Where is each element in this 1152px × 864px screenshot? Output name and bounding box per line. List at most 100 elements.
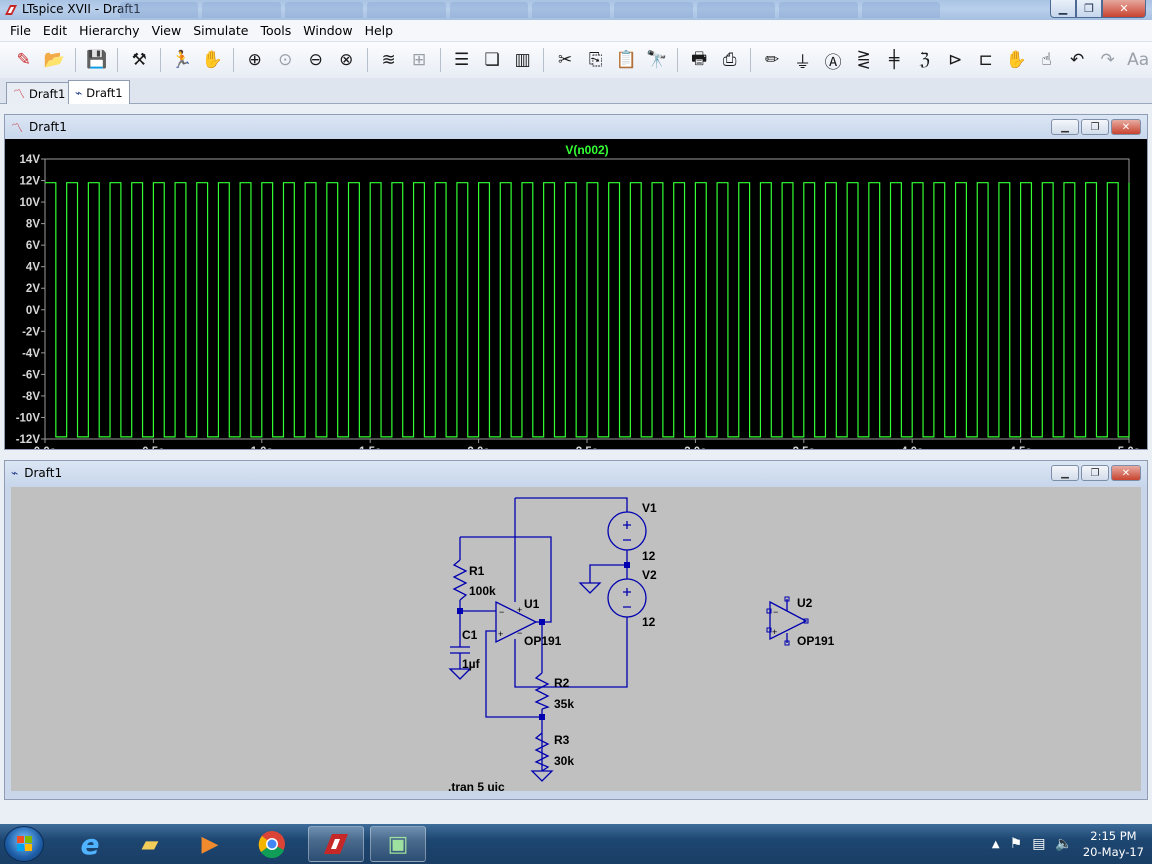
menu-bar: File Edit Hierarchy View Simulate Tools … [0, 20, 1152, 42]
x-tick-label: 1.5s [359, 446, 381, 449]
background-taskbar-reflection [120, 2, 941, 18]
menu-view[interactable]: View [151, 23, 182, 38]
ltspice-icon[interactable] [308, 826, 364, 862]
tab-schematic-draft1[interactable]: ⌁ Draft1 [68, 80, 130, 104]
tab-waveform-draft1[interactable]: 〽 Draft1 [6, 82, 73, 104]
resistor-r3[interactable] [534, 732, 550, 772]
spice-directive[interactable]: .tran 5 uic [448, 780, 505, 794]
label-v1-value: 12 [642, 549, 656, 563]
tile-horizontal-icon[interactable]: ☰ [454, 50, 470, 70]
menu-tools[interactable]: Tools [260, 23, 292, 38]
label-v1-ref: V1 [642, 501, 657, 515]
schematic-close-button[interactable]: ✕ [1111, 465, 1141, 481]
ground-r3 [530, 770, 554, 782]
zoom-out-icon[interactable]: ⊖ [308, 50, 323, 70]
menu-simulate[interactable]: Simulate [193, 23, 249, 38]
zoom-fit-icon[interactable]: ⊗ [339, 50, 354, 70]
schematic-canvas[interactable]: − + + − − + R1 100k C1 1µf U1 OP191 R2 3… [11, 487, 1141, 794]
opamp-u2[interactable] [769, 600, 808, 641]
voltage-source-v2[interactable] [607, 578, 647, 618]
waveform-window-title: Draft1 [29, 120, 67, 134]
file-explorer-icon[interactable]: ▰ [141, 831, 159, 857]
schematic-icon: ⌁ [75, 85, 83, 100]
halt-icon[interactable]: ✋ [201, 50, 223, 70]
media-player-icon[interactable]: ▶ [201, 831, 219, 857]
drag-icon[interactable]: ☝ [1041, 50, 1052, 70]
volume-icon[interactable]: 🔈 [1055, 836, 1073, 852]
close-button[interactable]: ✕ [1102, 0, 1146, 18]
x-tick-label: 0.5s [142, 446, 164, 449]
menu-help[interactable]: Help [364, 23, 394, 38]
cut-icon[interactable]: ✂ [558, 50, 573, 70]
waveform-minimize-button[interactable]: ▁ [1051, 119, 1079, 135]
copy-icon[interactable]: ⎘ [588, 50, 603, 70]
clock[interactable]: 2:15 PM 20-May-17 [1083, 828, 1144, 860]
move-icon[interactable]: ✋ [1005, 50, 1027, 70]
paste-icon[interactable]: 📋 [615, 50, 637, 70]
network-icon[interactable]: ▤ [1032, 836, 1046, 852]
voltage-source-v1[interactable] [607, 511, 647, 551]
start-button[interactable] [4, 826, 44, 862]
schematic-minimize-button[interactable]: ▁ [1051, 465, 1079, 481]
schematic-restore-button[interactable]: ❐ [1081, 465, 1109, 481]
resistor-icon[interactable]: ⋛ [856, 50, 871, 70]
ground-icon[interactable]: ⏚ [794, 52, 812, 73]
resistor-r2[interactable] [534, 672, 550, 710]
autorange-icon[interactable]: ≋ [381, 50, 396, 70]
menu-file[interactable]: File [10, 23, 31, 38]
control-panel-icon[interactable]: ⚒ [131, 50, 147, 70]
text-icon[interactable]: Aa [1127, 50, 1150, 70]
zoom-pan-icon[interactable]: ⊙ [278, 50, 293, 70]
label-c1-value: 1µf [462, 657, 481, 671]
label-u2-value: OP191 [797, 634, 835, 648]
component-icon[interactable]: ⊏ [978, 50, 993, 70]
wire [589, 550, 628, 583]
menu-hierarchy[interactable]: Hierarchy [79, 23, 140, 38]
capacitor-icon[interactable]: ╪ [888, 50, 900, 70]
menu-window[interactable]: Window [303, 23, 353, 38]
svg-text:+: + [498, 629, 503, 639]
schematic-window-title: Draft1 [24, 466, 63, 480]
tab-label: Draft1 [86, 85, 123, 100]
document-tabs: 〽 Draft1 ⌁ Draft1 [0, 78, 1152, 104]
ground-c1 [448, 668, 472, 680]
wire-icon[interactable]: ✏ [764, 50, 780, 70]
resistor-r1[interactable] [452, 559, 468, 601]
run-icon[interactable]: 🏃 [171, 50, 193, 70]
inductor-icon[interactable]: ℨ [919, 50, 930, 70]
tile-vertical-icon[interactable]: ▥ [514, 50, 531, 70]
wire [514, 617, 628, 688]
opamp-u1[interactable] [495, 600, 538, 644]
restore-button[interactable]: ❐ [1076, 0, 1102, 18]
action-center-icon[interactable]: ⚑ [1009, 836, 1023, 852]
screen-app-icon[interactable]: ▣ [370, 826, 426, 862]
menu-edit[interactable]: Edit [42, 23, 68, 38]
edit-plot-icon[interactable]: ⊞ [412, 50, 427, 70]
new-schematic-icon[interactable]: ✎ [16, 50, 31, 70]
internet-explorer-icon[interactable]: e [80, 827, 100, 861]
find-icon[interactable]: 🔭 [646, 50, 668, 70]
diode-icon[interactable]: ⊳ [947, 50, 963, 70]
y-tick-label: -8V [22, 391, 40, 403]
capacitor-c1[interactable] [450, 646, 470, 669]
save-icon[interactable]: 💾 [86, 50, 108, 70]
windows-logo-icon [17, 836, 32, 851]
print-icon[interactable]: 🖶 [691, 48, 708, 69]
label-icon[interactable]: Ⓐ [824, 52, 842, 73]
waveform-close-button[interactable]: ✕ [1111, 119, 1141, 135]
waveform-restore-button[interactable]: ❐ [1081, 119, 1109, 135]
label-u1-ref: U1 [524, 597, 540, 611]
minimize-button[interactable]: ▁ [1050, 0, 1076, 18]
undo-icon[interactable]: ↶ [1069, 50, 1085, 70]
open-icon[interactable]: 📂 [43, 50, 65, 70]
redo-icon[interactable]: ↷ [1100, 50, 1115, 70]
cascade-icon[interactable]: ❏ [484, 50, 500, 70]
x-tick-label: 2.5s [576, 446, 598, 449]
chrome-icon[interactable] [244, 826, 300, 862]
show-hidden-icons-icon[interactable]: ▲ [991, 838, 1000, 850]
waveform-icon: 〽 [11, 120, 24, 135]
trace-label[interactable]: V(n002) [565, 143, 608, 157]
print-setup-icon[interactable]: ⎙ [722, 50, 737, 70]
zoom-in-icon[interactable]: ⊕ [247, 50, 262, 70]
